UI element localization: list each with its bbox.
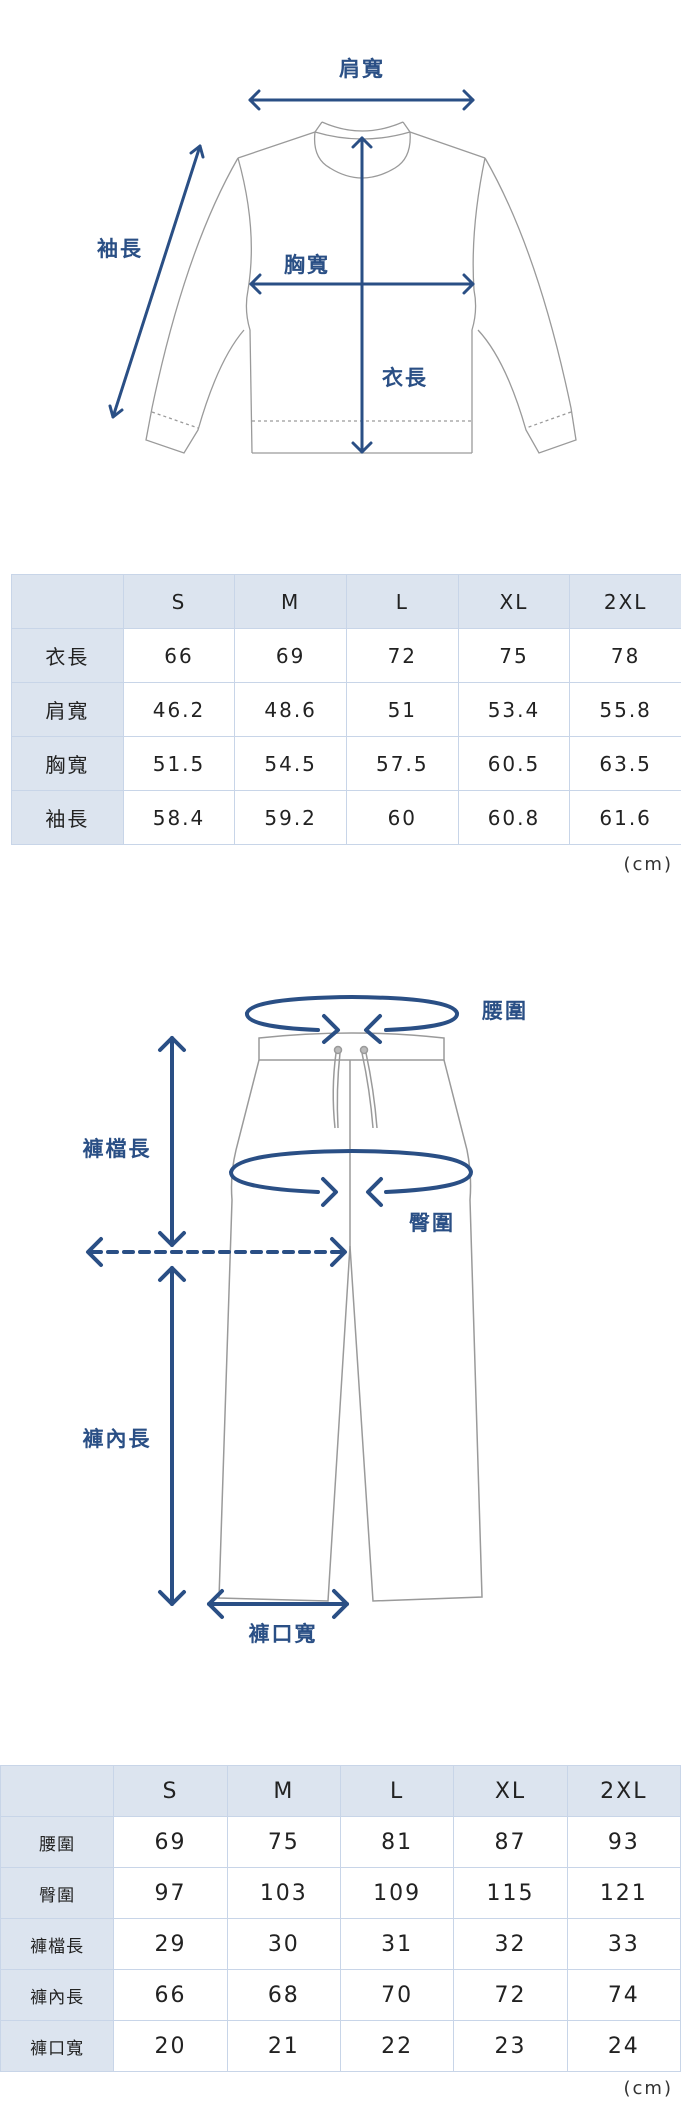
size-header-s: S xyxy=(113,1765,228,1817)
table-cell: 115 xyxy=(453,1867,568,1919)
table-cell: 103 xyxy=(226,1867,341,1919)
table-cell: 61.6 xyxy=(569,790,681,845)
table-cell: 66 xyxy=(122,628,236,683)
inseam-label: 褲內長 xyxy=(82,1427,152,1451)
row-label: 胸寬 xyxy=(11,736,124,791)
size-header-2xl: 2XL xyxy=(566,1765,681,1817)
rise-label: 褲檔長 xyxy=(82,1137,152,1161)
shoulder-width-label: 肩寬 xyxy=(339,57,385,81)
table-row: 胸寬 51.5 54.5 57.5 60.5 63.5 xyxy=(11,736,681,791)
row-label: 袖長 xyxy=(11,790,124,845)
pants-illustration xyxy=(86,995,483,1619)
chest-width-label: 胸寬 xyxy=(284,253,330,277)
table-cell: 58.4 xyxy=(122,790,236,845)
table-row: 腰圍 69 75 81 87 93 xyxy=(0,1816,681,1868)
row-label: 臀圍 xyxy=(0,1867,115,1919)
table-corner-cell xyxy=(11,574,124,629)
table-cell: 55.8 xyxy=(569,682,681,737)
table-cell: 93 xyxy=(566,1816,681,1868)
table-cell: 66 xyxy=(113,1969,228,2021)
tops-unit-note: (cm) xyxy=(623,854,673,875)
sweater-illustration xyxy=(108,89,577,454)
table-cell: 54.5 xyxy=(234,736,347,791)
table-row: 肩寬 46.2 48.6 51 53.4 55.8 xyxy=(11,682,681,737)
table-cell: 109 xyxy=(339,1867,455,1919)
table-cell: 81 xyxy=(339,1816,455,1868)
table-cell: 97 xyxy=(113,1867,228,1919)
sweater-measurement-diagram: 肩寬 袖長 胸寬 衣長 xyxy=(0,0,681,480)
bottoms-size-table: S M L XL 2XL 腰圍 69 75 81 87 93 臀圍 97 103… xyxy=(0,1765,681,2072)
size-header-xl: XL xyxy=(457,574,571,629)
table-cell: 30 xyxy=(226,1918,341,1970)
size-header-m: M xyxy=(226,1765,341,1817)
table-cell: 51 xyxy=(345,682,459,737)
table-cell: 69 xyxy=(234,628,347,683)
table-cell: 23 xyxy=(453,2020,568,2072)
table-cell: 33 xyxy=(566,1918,681,1970)
table-cell: 63.5 xyxy=(569,736,681,791)
body-length-label: 衣長 xyxy=(382,366,428,390)
table-cell: 121 xyxy=(566,1867,681,1919)
table-cell: 29 xyxy=(113,1918,228,1970)
row-label: 褲口寬 xyxy=(0,2020,115,2072)
table-cell: 59.2 xyxy=(234,790,347,845)
table-corner-cell xyxy=(0,1765,115,1817)
table-cell: 70 xyxy=(339,1969,455,2021)
table-cell: 48.6 xyxy=(234,682,347,737)
table-cell: 74 xyxy=(566,1969,681,2021)
table-cell: 51.5 xyxy=(122,736,236,791)
table-cell: 31 xyxy=(339,1918,455,1970)
table-cell: 68 xyxy=(226,1969,341,2021)
table-cell: 24 xyxy=(566,2020,681,2072)
hip-label: 臀圍 xyxy=(409,1211,455,1235)
table-cell: 69 xyxy=(113,1816,228,1868)
table-cell: 32 xyxy=(453,1918,568,1970)
table-header-row: S M L XL 2XL xyxy=(0,1765,681,1817)
table-cell: 21 xyxy=(226,2020,341,2072)
table-cell: 22 xyxy=(339,2020,455,2072)
sleeve-length-label: 袖長 xyxy=(97,237,143,261)
table-cell: 20 xyxy=(113,2020,228,2072)
pants-measurement-diagram: 腰圍 褲檔長 臀圍 褲內長 褲口寬 xyxy=(0,960,681,1660)
size-header-2xl: 2XL xyxy=(569,574,681,629)
row-label: 褲檔長 xyxy=(0,1918,115,1970)
table-cell: 60 xyxy=(345,790,459,845)
table-cell: 75 xyxy=(457,628,571,683)
table-cell: 46.2 xyxy=(122,682,236,737)
table-cell: 60.8 xyxy=(457,790,571,845)
table-row: 衣長 66 69 72 75 78 xyxy=(11,628,681,683)
row-label: 肩寬 xyxy=(11,682,124,737)
hem-width-label: 褲口寬 xyxy=(248,1622,318,1646)
table-row: 褲口寬 20 21 22 23 24 xyxy=(0,2020,681,2072)
table-cell: 72 xyxy=(453,1969,568,2021)
table-cell: 75 xyxy=(226,1816,341,1868)
table-cell: 78 xyxy=(569,628,681,683)
table-header-row: S M L XL 2XL xyxy=(11,574,681,629)
size-header-m: M xyxy=(234,574,347,629)
size-header-s: S xyxy=(122,574,236,629)
tops-size-table: S M L XL 2XL 衣長 66 69 72 75 78 肩寬 46.2 4… xyxy=(11,574,681,845)
table-cell: 57.5 xyxy=(345,736,459,791)
table-cell: 60.5 xyxy=(457,736,571,791)
size-header-l: L xyxy=(345,574,459,629)
table-row: 臀圍 97 103 109 115 121 xyxy=(0,1867,681,1919)
table-cell: 87 xyxy=(453,1816,568,1868)
table-row: 袖長 58.4 59.2 60 60.8 61.6 xyxy=(11,790,681,845)
table-row: 褲檔長 29 30 31 32 33 xyxy=(0,1918,681,1970)
size-header-l: L xyxy=(339,1765,455,1817)
waist-label: 腰圍 xyxy=(482,999,528,1023)
row-label: 褲內長 xyxy=(0,1969,115,2021)
table-cell: 53.4 xyxy=(457,682,571,737)
row-label: 腰圍 xyxy=(0,1816,115,1868)
table-cell: 72 xyxy=(345,628,459,683)
size-header-xl: XL xyxy=(453,1765,568,1817)
table-row: 褲內長 66 68 70 72 74 xyxy=(0,1969,681,2021)
bottoms-unit-note: (cm) xyxy=(623,2078,673,2099)
row-label: 衣長 xyxy=(11,628,124,683)
